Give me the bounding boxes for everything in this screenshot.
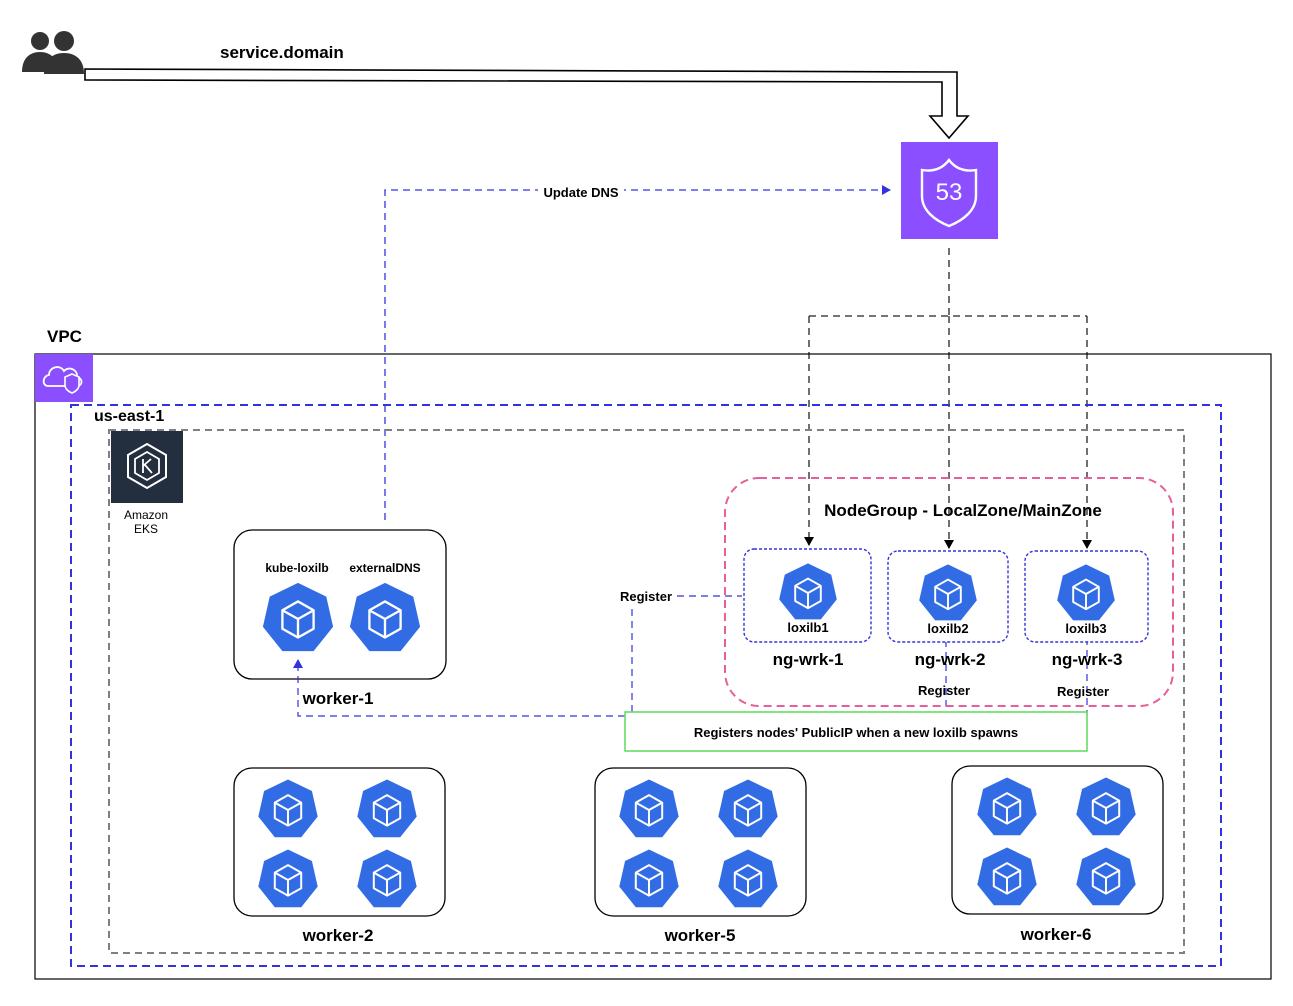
eks-label-line2: EKS — [134, 522, 158, 536]
registers-note-text: Registers nodes' PublicIP when a new lox… — [694, 725, 1018, 740]
ng-wrk-2-label: ng-wrk-2 — [915, 650, 986, 669]
vpc-icon — [35, 354, 93, 402]
worker-2-label: worker-2 — [302, 926, 374, 945]
pod-label-externaldns: externalDNS — [349, 561, 420, 575]
worker-1-node[interactable]: kube-loxilb externalDNS — [233, 529, 447, 680]
users-icon — [22, 31, 84, 74]
vpc-boundary — [34, 353, 1272, 980]
eks-cluster-boundary — [108, 429, 1185, 954]
region-boundary — [70, 404, 1222, 967]
worker-6-node[interactable] — [951, 765, 1164, 915]
pod-label-kube-loxilb: kube-loxilb — [265, 561, 328, 575]
ng-wrk-3-node[interactable]: loxilb3 — [1024, 550, 1149, 643]
vpc-label: VPC — [47, 327, 82, 346]
worker-5-label: worker-5 — [664, 926, 736, 945]
route53-icon[interactable]: 53 — [901, 142, 998, 239]
pod-label-loxilb1: loxilb1 — [787, 620, 828, 635]
register-label-3: Register — [1057, 684, 1109, 699]
service-domain-label: service.domain — [220, 43, 344, 62]
register-label-left: Register — [620, 589, 672, 604]
worker-5-node[interactable] — [594, 767, 807, 917]
eks-label-line1: Amazon — [124, 508, 168, 522]
register-label-2: Register — [918, 683, 970, 698]
update-dns-connector: Update DNS — [384, 182, 891, 520]
worker-2-node[interactable] — [233, 767, 446, 917]
region-label: us-east-1 — [94, 408, 164, 425]
ng-wrk-1-node[interactable]: loxilb1 — [743, 548, 872, 643]
nodegroup-label: NodeGroup - LocalZone/MainZone — [824, 501, 1102, 520]
worker-6-label: worker-6 — [1020, 925, 1092, 944]
nodegroup-boundary — [724, 477, 1174, 707]
ng-wrk-1-label: ng-wrk-1 — [773, 650, 844, 669]
route53-number: 53 — [936, 179, 963, 206]
ng-wrk-2-node[interactable]: loxilb2 — [887, 550, 1009, 643]
ng-wrk-3-label: ng-wrk-3 — [1052, 650, 1123, 669]
worker-1-label: worker-1 — [302, 689, 374, 708]
user-traffic-arrow — [84, 68, 970, 140]
eks-icon — [111, 431, 183, 503]
update-dns-label: Update DNS — [543, 185, 618, 200]
registers-note-box — [624, 711, 1088, 752]
pod-label-loxilb3: loxilb3 — [1065, 621, 1106, 636]
pod-label-loxilb2: loxilb2 — [927, 621, 968, 636]
